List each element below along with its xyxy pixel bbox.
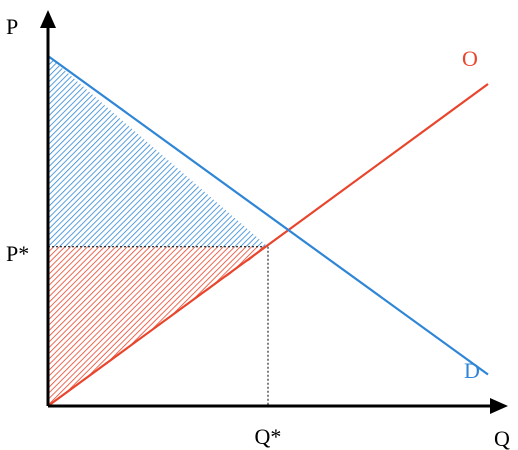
y-axis-arrow [40,10,56,28]
supply-line-o [47,83,489,407]
demand-line-d [47,55,489,376]
consumer-surplus-region [48,56,268,247]
supply-series-label: O [462,46,478,71]
x-axis-arrow [490,398,508,414]
y-axis-label: P [6,14,18,39]
demand-series-label: D [464,358,480,383]
x-axis-label: Q [494,426,510,450]
equilibrium-quantity-label: Q* [255,424,282,449]
equilibrium-price-label: P* [6,241,29,266]
